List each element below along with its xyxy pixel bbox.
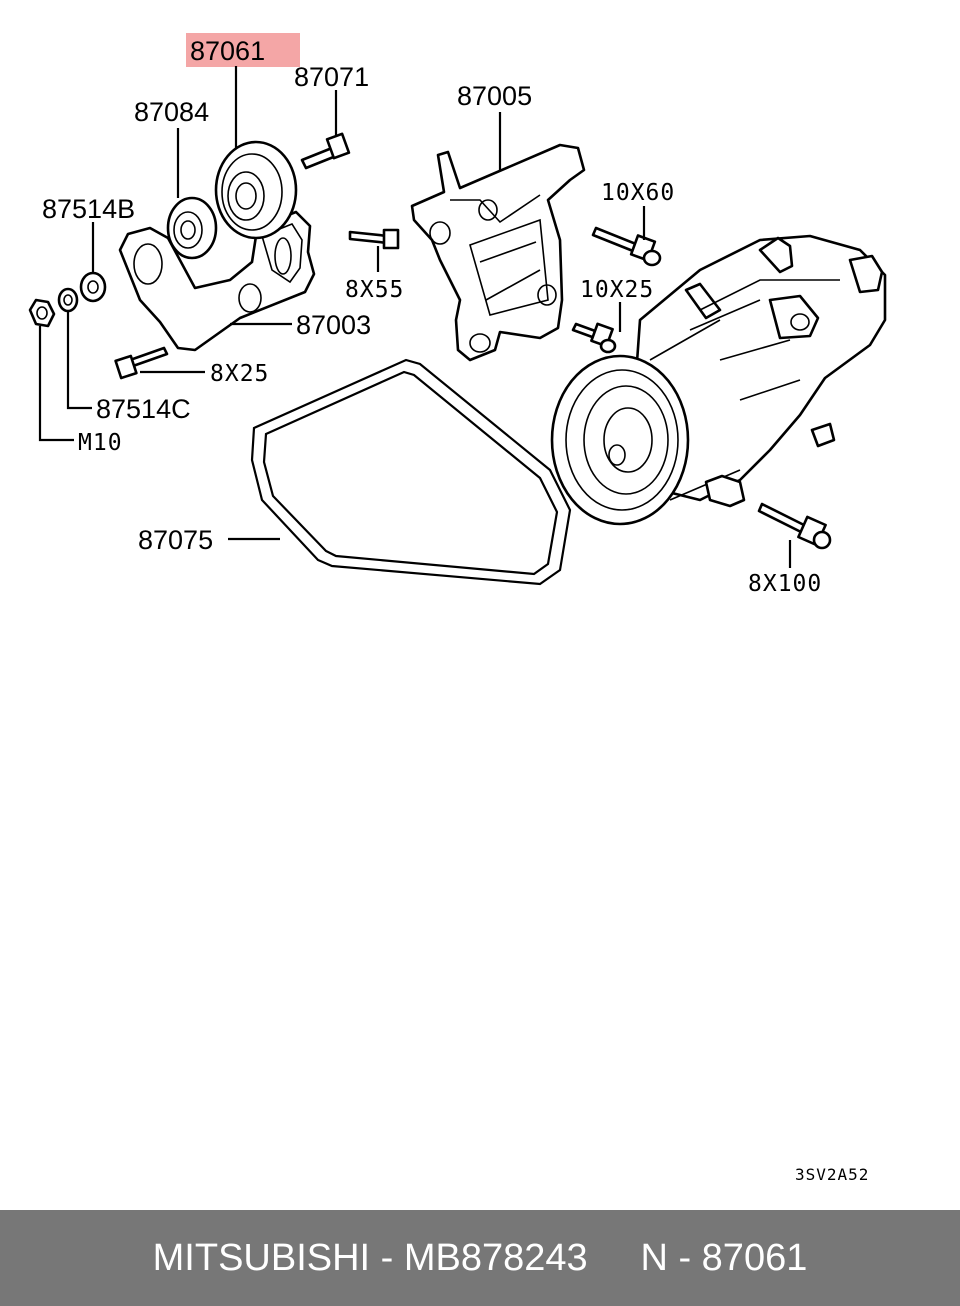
selected-part-highlight (186, 33, 300, 67)
label-8x100[interactable]: 8X100 (748, 571, 822, 597)
bolt-10x60[interactable] (591, 226, 662, 267)
compressor-bracket-87005[interactable] (410, 143, 586, 362)
parts-diagram: 87061 87071 87084 87005 87514B 10X60 8X5… (28, 33, 887, 1184)
label-87003[interactable]: 87003 (296, 310, 371, 340)
label-10x60[interactable]: 10X60 (601, 180, 675, 206)
washer-87514c[interactable] (57, 287, 79, 313)
footer-part-info: MITSUBISHI - MB878243 N - 87061 (152, 1236, 808, 1279)
bolt-8x55[interactable] (348, 228, 400, 250)
bolt-8x100[interactable] (757, 502, 832, 550)
ac-compressor[interactable] (550, 234, 887, 526)
bolt-87071[interactable] (300, 132, 351, 170)
spacer-87084[interactable] (166, 196, 218, 260)
label-87514b[interactable]: 87514B (42, 194, 135, 224)
v-belt-87075[interactable] (250, 358, 572, 586)
label-87005[interactable]: 87005 (457, 81, 532, 111)
bolt-8x25-left[interactable] (114, 346, 169, 380)
diagram-code: 3SV2A52 (795, 1165, 869, 1184)
label-8x25[interactable]: 8X25 (210, 361, 269, 387)
label-87084[interactable]: 87084 (134, 97, 209, 127)
label-87514c[interactable]: 87514C (96, 394, 191, 424)
leader-lines (38, 66, 792, 568)
footer-bar: MITSUBISHI - MB878243 N - 87061 (0, 1210, 960, 1306)
nut-m10[interactable] (28, 298, 56, 328)
label-87075[interactable]: 87075 (138, 525, 213, 555)
idler-pulley-87061[interactable] (214, 140, 298, 240)
label-87071[interactable]: 87071 (294, 62, 369, 92)
washer-87514b[interactable] (79, 271, 107, 303)
label-m10[interactable]: M10 (78, 430, 123, 456)
bolt-10x25[interactable] (571, 322, 617, 354)
label-8x55[interactable]: 8X55 (345, 277, 404, 303)
label-87061[interactable]: 87061 (190, 36, 265, 66)
label-10x25[interactable]: 10X25 (580, 277, 654, 303)
